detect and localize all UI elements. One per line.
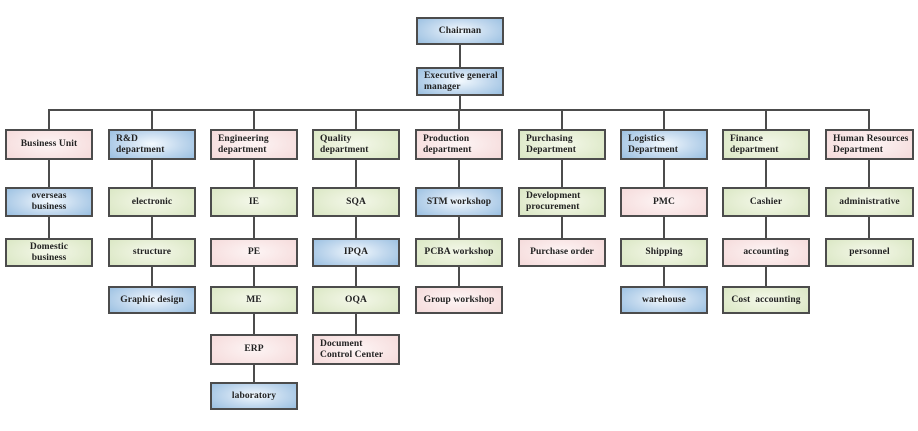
node-domestic-business: Domestic business: [5, 238, 93, 267]
node-personnel: personnel: [825, 238, 914, 267]
node-executive-general-manager: Executive general manager: [416, 67, 504, 96]
node-document-control-center: Document Control Center: [312, 334, 400, 365]
node-administrative: administrative: [825, 187, 914, 217]
node-electronic: electronic: [108, 187, 196, 217]
department-logistics: Logistics Department: [620, 129, 708, 160]
node-laboratory: laboratory: [210, 382, 298, 410]
node-sqa: SQA: [312, 187, 400, 217]
node-pe: PE: [210, 238, 298, 267]
department-production: Production department: [415, 129, 503, 160]
department-rd: R&D department: [108, 129, 196, 160]
node-cost-accounting: Cost accounting: [722, 286, 810, 314]
node-overseas-business: overseas business: [5, 187, 93, 217]
node-cashier: Cashier: [722, 187, 810, 217]
node-pmc: PMC: [620, 187, 708, 217]
department-purchasing: Purchasing Department: [518, 129, 606, 160]
department-engineering: Engineering department: [210, 129, 298, 160]
node-erp: ERP: [210, 334, 298, 365]
department-quality: Quality department: [312, 129, 400, 160]
node-purchase-order: Purchase order: [518, 238, 606, 267]
node-accounting: accounting: [722, 238, 810, 267]
department-business-unit: Business Unit: [5, 129, 93, 160]
node-chairman: Chairman: [416, 17, 504, 45]
node-warehouse: warehouse: [620, 286, 708, 314]
node-graphic-design: Graphic design: [108, 286, 196, 314]
node-ie: IE: [210, 187, 298, 217]
node-group-workshop: Group workshop: [415, 286, 503, 314]
node-oqa: OQA: [312, 286, 400, 314]
node-development-procurement: Development procurement: [518, 187, 606, 217]
department-finance: Finance department: [722, 129, 810, 160]
node-structure: structure: [108, 238, 196, 267]
node-pcba-workshop: PCBA workshop: [415, 238, 503, 267]
node-ipqa: IPQA: [312, 238, 400, 267]
node-me: ME: [210, 286, 298, 314]
node-shipping: Shipping: [620, 238, 708, 267]
node-stm-workshop: STM workshop: [415, 187, 503, 217]
department-human-resources: Human Resources Department: [825, 129, 914, 160]
